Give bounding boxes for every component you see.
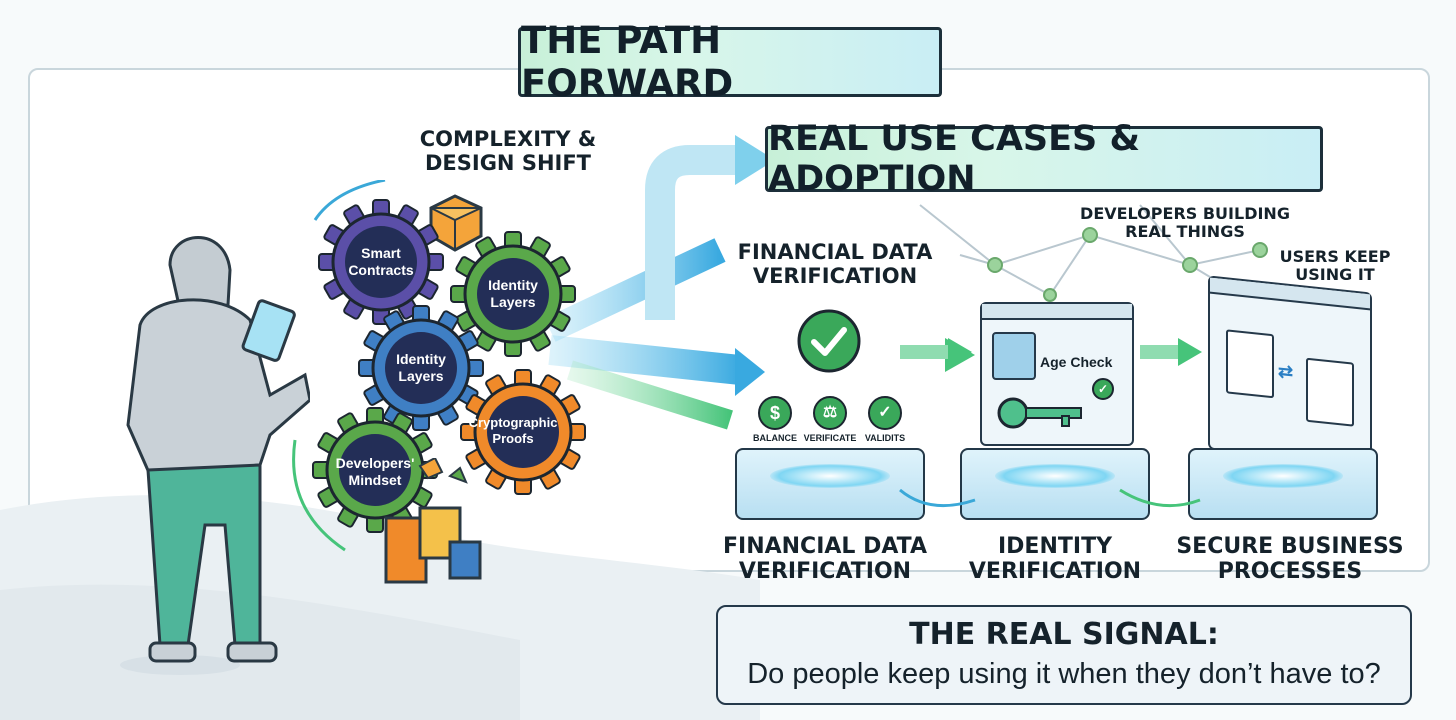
gear-identity-layers-middle	[358, 305, 484, 431]
financial-platform	[735, 448, 925, 520]
financial-icons-row: $ BALANCE ⚖ VERIFICATE ✓ VALIDITS	[750, 396, 910, 443]
person-with-tablet-illustration	[120, 236, 310, 675]
real-signal-question: Do people keep using it when they don’t …	[747, 658, 1381, 690]
document-icon	[1226, 329, 1274, 399]
age-check-icon: ✓	[1092, 378, 1114, 400]
validits-item: ✓ VALIDITS	[860, 396, 910, 443]
users-keep-using-label: USERS KEEP USING IT	[1279, 247, 1391, 285]
identity-platform	[960, 448, 1150, 520]
cube-icon	[429, 194, 483, 252]
gear-label-identity-layers-middle: Identity Layers	[396, 351, 446, 384]
identity-window: Age Check ✓	[980, 302, 1134, 446]
business-window: ⇄	[1208, 275, 1372, 467]
gear-label-developers-mindset: Developers' Mindset	[335, 455, 415, 488]
financial-bottom-label: FINANCIAL DATA VERIFICATION	[722, 534, 927, 585]
balance-item: $ BALANCE	[750, 396, 800, 443]
age-check-label: Age Check	[1040, 354, 1113, 370]
balance-label: BALANCE	[753, 433, 797, 443]
verificate-label: VERIFICATE	[803, 433, 857, 443]
page-title: THE PATH FORWARD	[518, 19, 942, 105]
card-connectors	[899, 338, 1202, 508]
real-signal-heading: THE REAL SIGNAL:	[909, 617, 1219, 652]
gear-smart-contracts	[318, 199, 444, 325]
gears-cluster	[292, 180, 586, 552]
verificate-item: ⚖ VERIFICATE	[800, 396, 860, 443]
section-subtitle: REAL USE CASES & ADOPTION	[765, 119, 1323, 199]
building-blocks-icon	[384, 458, 482, 584]
gear-developers-mindset	[312, 407, 438, 533]
key-icon	[997, 397, 1082, 429]
user-avatar-icon	[992, 332, 1036, 380]
business-platform	[1188, 448, 1378, 520]
developers-building-label: DEVELOPERS BUILDING REAL THINGS	[1080, 204, 1290, 242]
financial-top-label: FINANCIAL DATA VERIFICATION	[737, 240, 933, 289]
gear-cryptographic-proofs	[460, 369, 586, 495]
validits-label: VALIDITS	[864, 433, 906, 443]
identity-bottom-label: IDENTITY VERIFICATION	[968, 534, 1142, 585]
scales-icon: ⚖	[813, 396, 847, 430]
gear-identity-layers-top	[450, 231, 576, 357]
checkmark-icon: ✓	[868, 396, 902, 430]
business-bottom-label: SECURE BUSINESS PROCESSES	[1176, 534, 1404, 585]
gear-label-identity-layers-top: Identity Layers	[488, 277, 538, 310]
complexity-design-shift-label: COMPLEXITY & DESIGN SHIFT	[419, 127, 597, 176]
exchange-arrows-icon: ⇄	[1278, 360, 1294, 383]
real-signal-box: THE REAL SIGNAL: Do people keep using it…	[716, 605, 1412, 705]
gear-label-cryptographic-proofs: Cryptographic Proofs	[468, 415, 558, 446]
dollar-icon: $	[758, 396, 792, 430]
gear-label-smart-contracts: Smart Contracts	[348, 245, 414, 278]
document-icon-2	[1306, 357, 1354, 427]
check-circle-icon	[797, 309, 861, 373]
